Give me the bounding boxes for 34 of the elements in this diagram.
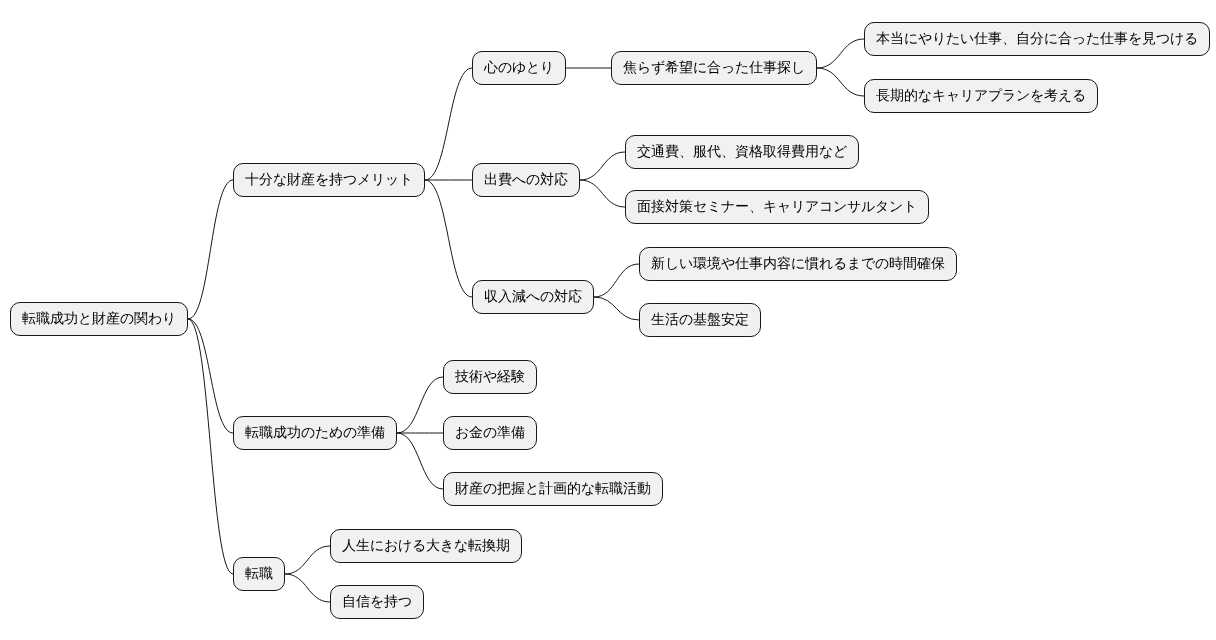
connector-line: [593, 296, 640, 321]
topic-box: 転職成功と財産の関わり: [10, 302, 188, 336]
topic-box: 焦らず希望に合った仕事探し: [611, 51, 817, 85]
connector-line: [424, 179, 473, 298]
topic-box: 財産の把握と計画的な転職活動: [443, 472, 663, 506]
topic-box: 人生における大きな転換期: [330, 529, 522, 563]
topic-box: 転職成功のための準備: [233, 416, 397, 450]
topic-box: 収入減への対応: [472, 280, 594, 314]
connector-line: [284, 545, 331, 575]
connector-line: [424, 179, 473, 181]
connector-line: [579, 179, 626, 208]
connector-line: [284, 573, 331, 603]
connector-line: [396, 432, 444, 434]
topic-box: 長期的なキャリアプランを考える: [864, 79, 1098, 113]
connector-line: [565, 67, 612, 69]
connector-line: [579, 151, 626, 181]
connector-line: [396, 432, 444, 490]
topic-box: 十分な財産を持つメリット: [233, 163, 425, 197]
topic-box: 新しい環境や仕事内容に慣れるまでの時間確保: [639, 247, 957, 281]
topic-box: 自信を持つ: [330, 585, 424, 619]
connector-line: [816, 67, 865, 97]
connector-line: [187, 318, 234, 434]
topic-box: 心のゆとり: [472, 51, 566, 85]
topic-box: 本当にやりたい仕事、自分に合った仕事を見つける: [864, 22, 1210, 56]
connector-line: [816, 38, 865, 69]
topic-box: 出費への対応: [472, 163, 580, 197]
connector-line: [187, 179, 234, 320]
topic-box: 転職: [233, 557, 285, 591]
topic-box: 生活の基盤安定: [639, 303, 761, 337]
topic-box: お金の準備: [443, 416, 537, 450]
connector-line: [187, 318, 234, 575]
topic-box: 交通費、服代、資格取得費用など: [625, 135, 859, 169]
topic-box: 技術や経験: [443, 360, 537, 394]
topic-box: 面接対策セミナー、キャリアコンサルタント: [625, 190, 929, 224]
